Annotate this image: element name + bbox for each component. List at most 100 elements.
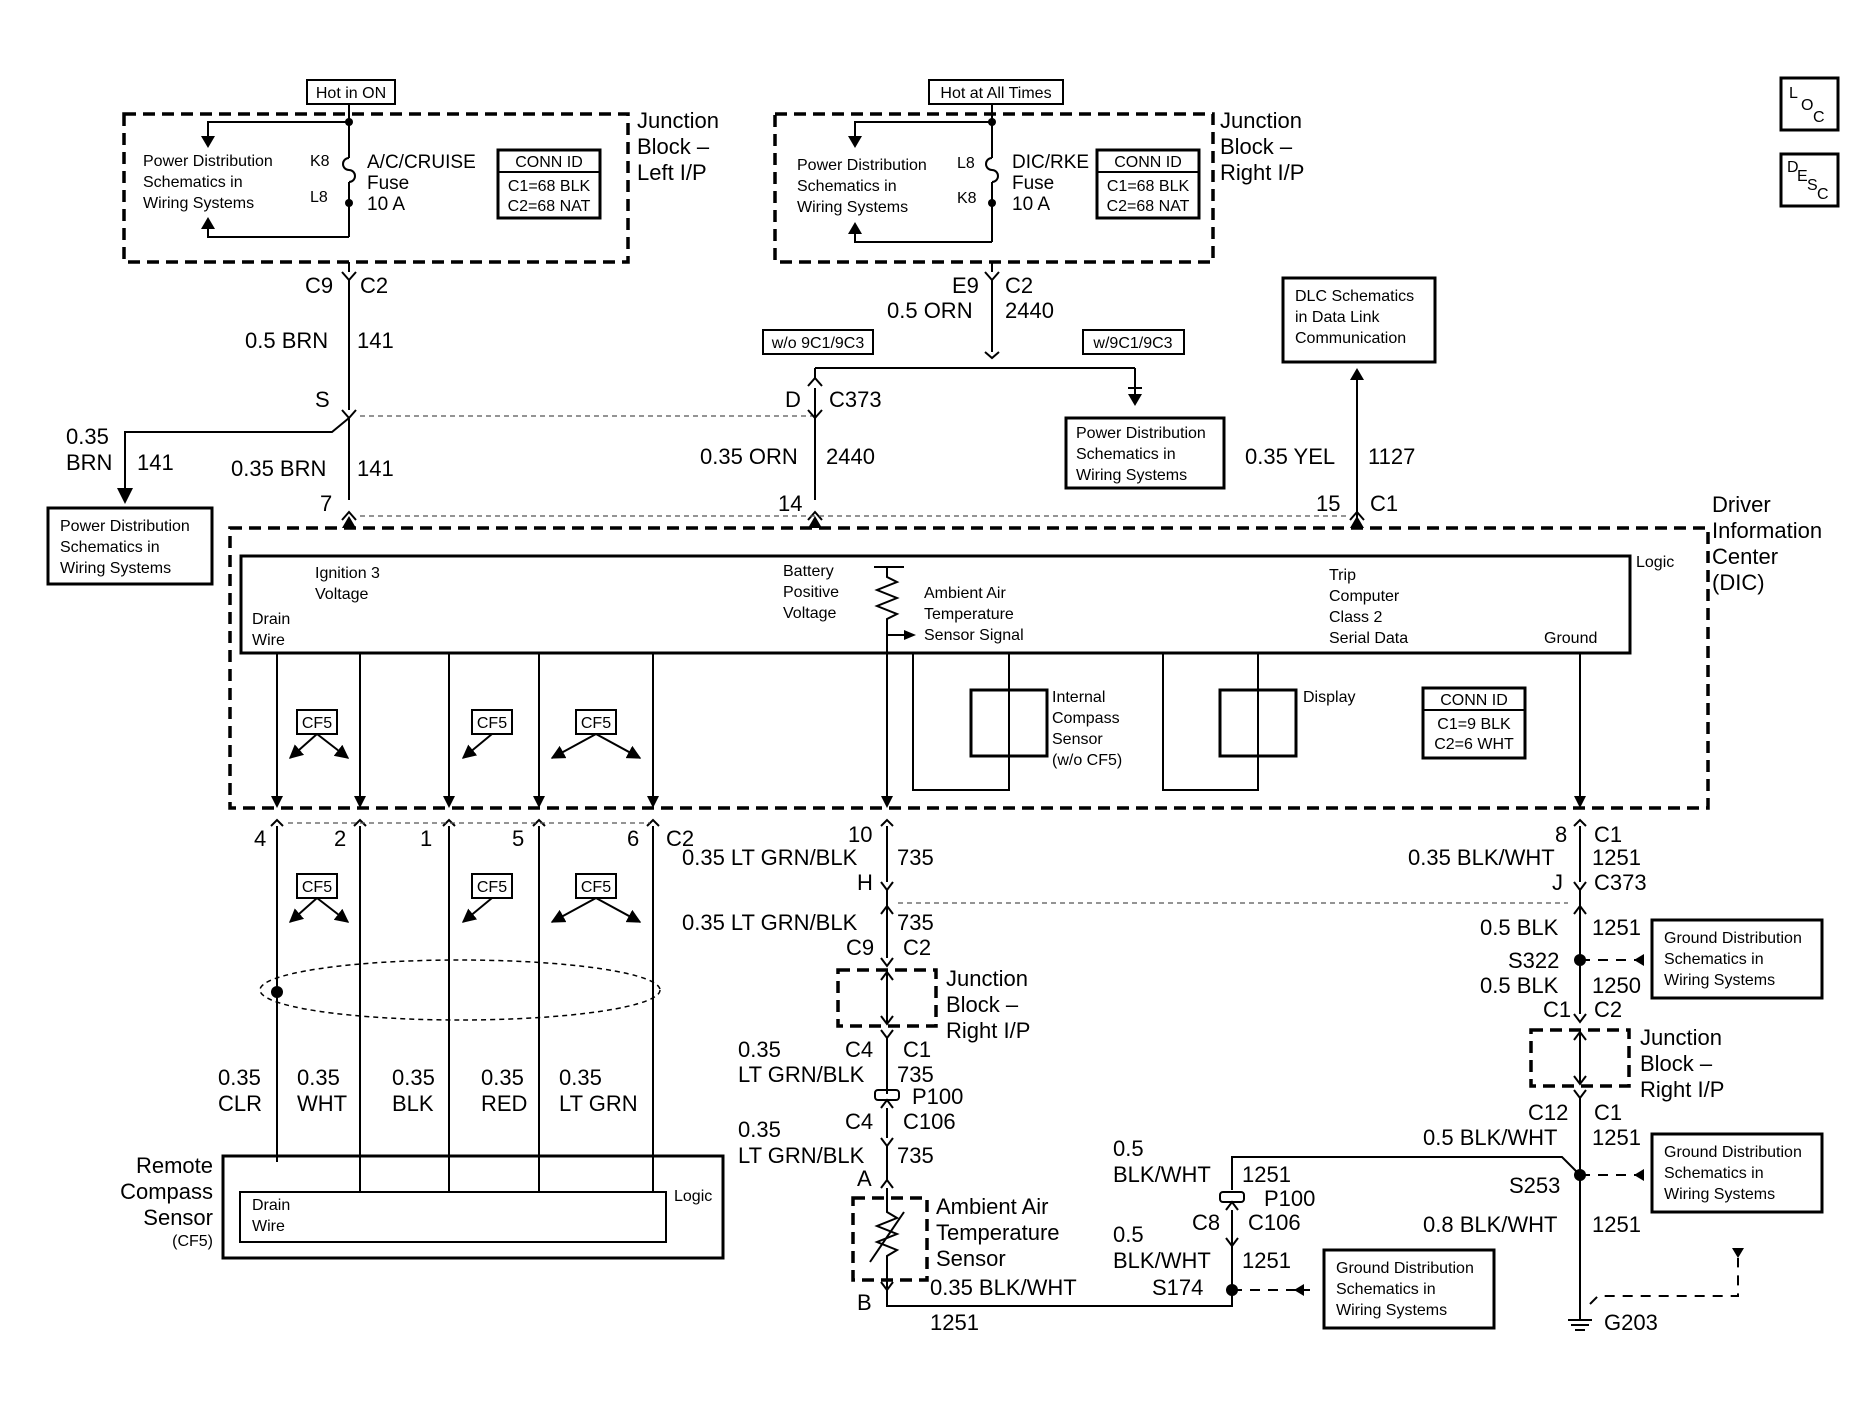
svg-text:C2: C2	[1594, 997, 1622, 1022]
svg-text:0.35 LT GRN/BLK: 0.35 LT GRN/BLK	[682, 910, 858, 935]
svg-text:in Data Link: in Data Link	[1295, 309, 1380, 326]
svg-text:1251: 1251	[1592, 1125, 1641, 1150]
svg-text:C1: C1	[1543, 997, 1571, 1022]
dlc-schematics-box[interactable]: DLC Schematics in Data Link Communicatio…	[1281, 276, 1437, 364]
svg-text:J: J	[1552, 870, 1563, 895]
svg-text:Hot at All Times: Hot at All Times	[940, 85, 1051, 102]
svg-text:14: 14	[778, 491, 802, 516]
svg-text:L8: L8	[310, 189, 328, 206]
svg-text:Sensor: Sensor	[1052, 731, 1103, 748]
svg-text:1251: 1251	[1242, 1162, 1291, 1187]
desc-button[interactable]: D E S C	[1779, 152, 1840, 208]
svg-text:DIC/RKE: DIC/RKE	[1012, 152, 1089, 173]
svg-text:Right I/P: Right I/P	[1640, 1077, 1724, 1102]
junction-block-left: Junction Block – Left I/P Power Distribu…	[122, 104, 719, 264]
svg-text:Power Distribution: Power Distribution	[1076, 425, 1206, 442]
svg-text:C373: C373	[829, 387, 882, 412]
svg-text:CONN ID: CONN ID	[1440, 692, 1508, 709]
svg-text:RED: RED	[481, 1091, 527, 1116]
svg-text:CF5: CF5	[581, 879, 611, 896]
svg-text:C8: C8	[1192, 1210, 1220, 1235]
svg-text:S: S	[315, 387, 330, 412]
svg-text:Driver: Driver	[1712, 492, 1771, 517]
cf5-tag: CF5	[288, 709, 350, 759]
junction-block-right-top: Junction Block – Right I/P Power Distrib…	[773, 104, 1304, 264]
svg-text:C1: C1	[1370, 491, 1398, 516]
svg-text:0.5 ORN: 0.5 ORN	[887, 298, 973, 323]
svg-text:B: B	[857, 1290, 872, 1315]
svg-text:BLK: BLK	[392, 1091, 434, 1116]
svg-text:Power Distribution: Power Distribution	[143, 153, 273, 170]
svg-text:Hot in ON: Hot in ON	[316, 85, 386, 102]
svg-text:CF5: CF5	[581, 715, 611, 732]
svg-text:Wiring Systems: Wiring Systems	[1664, 1186, 1775, 1203]
svg-text:5: 5	[512, 826, 524, 851]
svg-text:4: 4	[254, 826, 266, 851]
cf5-tag: CF5	[461, 873, 513, 923]
svg-text:Information: Information	[1712, 518, 1822, 543]
svg-text:Left I/P: Left I/P	[637, 160, 707, 185]
svg-text:Ground Distribution: Ground Distribution	[1664, 1144, 1802, 1161]
svg-text:Serial Data: Serial Data	[1329, 630, 1408, 647]
svg-text:w/9C1/9C3: w/9C1/9C3	[1092, 335, 1172, 352]
wire-1251: 8 C1 0.35 BLK/WHT 1251 J C373 0.5 BLK 12…	[898, 818, 1744, 1335]
svg-text:Block –: Block –	[637, 134, 710, 159]
svg-text:C12: C12	[1528, 1100, 1568, 1125]
svg-text:0.5 BLK: 0.5 BLK	[1480, 973, 1559, 998]
svg-text:Voltage: Voltage	[783, 605, 836, 622]
svg-text:Wiring Systems: Wiring Systems	[143, 195, 254, 212]
svg-text:0.35 LT GRN/BLK: 0.35 LT GRN/BLK	[682, 845, 858, 870]
svg-text:Ground Distribution: Ground Distribution	[1336, 1260, 1474, 1277]
dic-module: Driver Information Center (DIC) Logic Ig…	[228, 492, 1822, 810]
svg-text:C1: C1	[1594, 1100, 1622, 1125]
svg-text:(w/o CF5): (w/o CF5)	[1052, 752, 1122, 769]
svg-text:0.35 BLK/WHT: 0.35 BLK/WHT	[1408, 845, 1555, 870]
power-distribution-box-center[interactable]: Power Distribution Schematics in Wiring …	[1064, 416, 1226, 490]
svg-text:C: C	[1813, 109, 1825, 126]
svg-text:0.35: 0.35	[218, 1065, 261, 1090]
svg-text:Power Distribution: Power Distribution	[60, 518, 190, 535]
svg-text:LT GRN/BLK: LT GRN/BLK	[738, 1143, 865, 1168]
svg-text:0.35: 0.35	[297, 1065, 340, 1090]
svg-text:0.5: 0.5	[1113, 1222, 1144, 1247]
svg-text:1251: 1251	[1592, 845, 1641, 870]
svg-text:Battery: Battery	[783, 563, 834, 580]
svg-text:Junction: Junction	[1220, 108, 1302, 133]
ground-distribution-box-s322[interactable]: Ground Distribution Schematics in Wiring…	[1650, 918, 1824, 1000]
svg-text:C373: C373	[1594, 870, 1647, 895]
svg-text:CLR: CLR	[218, 1091, 262, 1116]
svg-text:0.35: 0.35	[392, 1065, 435, 1090]
svg-text:Internal: Internal	[1052, 689, 1105, 706]
svg-text:G203: G203	[1604, 1310, 1658, 1335]
svg-text:C1=68 BLK: C1=68 BLK	[1107, 178, 1190, 195]
power-distribution-box-left[interactable]: Power Distribution Schematics in Wiring …	[46, 506, 214, 586]
svg-text:C1: C1	[1594, 822, 1622, 847]
svg-text:0.35: 0.35	[738, 1117, 781, 1142]
svg-text:Ignition 3: Ignition 3	[315, 565, 380, 582]
ground-distribution-box-s253[interactable]: Ground Distribution Schematics in Wiring…	[1650, 1132, 1824, 1214]
svg-text:735: 735	[897, 1143, 934, 1168]
svg-text:0.5 BLK: 0.5 BLK	[1480, 915, 1559, 940]
svg-text:1250: 1250	[1592, 973, 1641, 998]
svg-text:C1: C1	[903, 1037, 931, 1062]
svg-text:Schematics in: Schematics in	[1076, 446, 1176, 463]
svg-text:0.35: 0.35	[738, 1037, 781, 1062]
svg-text:10: 10	[848, 822, 872, 847]
svg-text:C2: C2	[360, 273, 388, 298]
svg-text:Ground: Ground	[1544, 630, 1597, 647]
svg-text:Logic: Logic	[1636, 554, 1674, 571]
svg-text:C2: C2	[903, 935, 931, 960]
svg-text:A/C/CRUISE: A/C/CRUISE	[367, 152, 476, 173]
svg-text:C1=9 BLK: C1=9 BLK	[1437, 716, 1511, 733]
svg-text:Communication: Communication	[1295, 330, 1406, 347]
svg-text:Wiring Systems: Wiring Systems	[1076, 467, 1187, 484]
ground-distribution-box-s174[interactable]: Ground Distribution Schematics in Wiring…	[1322, 1248, 1496, 1330]
svg-text:w/o 9C1/9C3: w/o 9C1/9C3	[771, 335, 865, 352]
loc-button[interactable]: L O C	[1779, 76, 1840, 132]
svg-text:735: 735	[897, 910, 934, 935]
hot-in-on-label: Hot in ON	[306, 79, 396, 105]
svg-text:D: D	[785, 387, 801, 412]
svg-text:C9: C9	[846, 935, 874, 960]
svg-text:C106: C106	[903, 1109, 956, 1134]
svg-text:DLC Schematics: DLC Schematics	[1295, 288, 1414, 305]
